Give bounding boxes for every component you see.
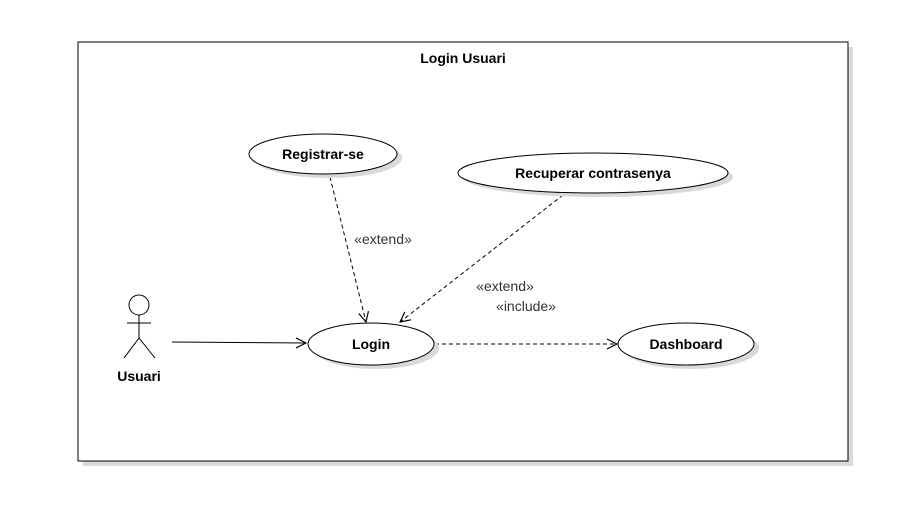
- label-extend-recuperar: «extend»: [476, 278, 534, 294]
- label-extend-registrar: «extend»: [354, 231, 412, 247]
- system-boundary[interactable]: [77, 41, 853, 466]
- system-title: Login Usuari: [420, 50, 506, 66]
- use-case-login[interactable]: Login: [307, 322, 439, 369]
- use-case-registrar-label: Registrar-se: [282, 146, 364, 162]
- use-case-dashboard-label: Dashboard: [649, 336, 722, 352]
- actor-head: [128, 294, 150, 316]
- use-case-dashboard[interactable]: Dashboard: [617, 322, 759, 369]
- association-usuari-login[interactable]: [171, 342, 306, 343]
- actor-label: Usuari: [117, 368, 161, 384]
- actor-right-leg: [138, 337, 156, 359]
- actor-usuari[interactable]: [123, 294, 156, 359]
- use-case-recuperar[interactable]: Recuperar contrasenya: [457, 152, 733, 197]
- use-case-registrar[interactable]: Registrar-se: [248, 133, 402, 178]
- label-include-dashboard: «include»: [496, 298, 556, 314]
- extend-registrar-login[interactable]: [329, 176, 366, 322]
- use-case-recuperar-label: Recuperar contrasenya: [515, 165, 671, 181]
- actor-left-leg: [123, 337, 140, 359]
- use-case-login-label: Login: [352, 336, 390, 352]
